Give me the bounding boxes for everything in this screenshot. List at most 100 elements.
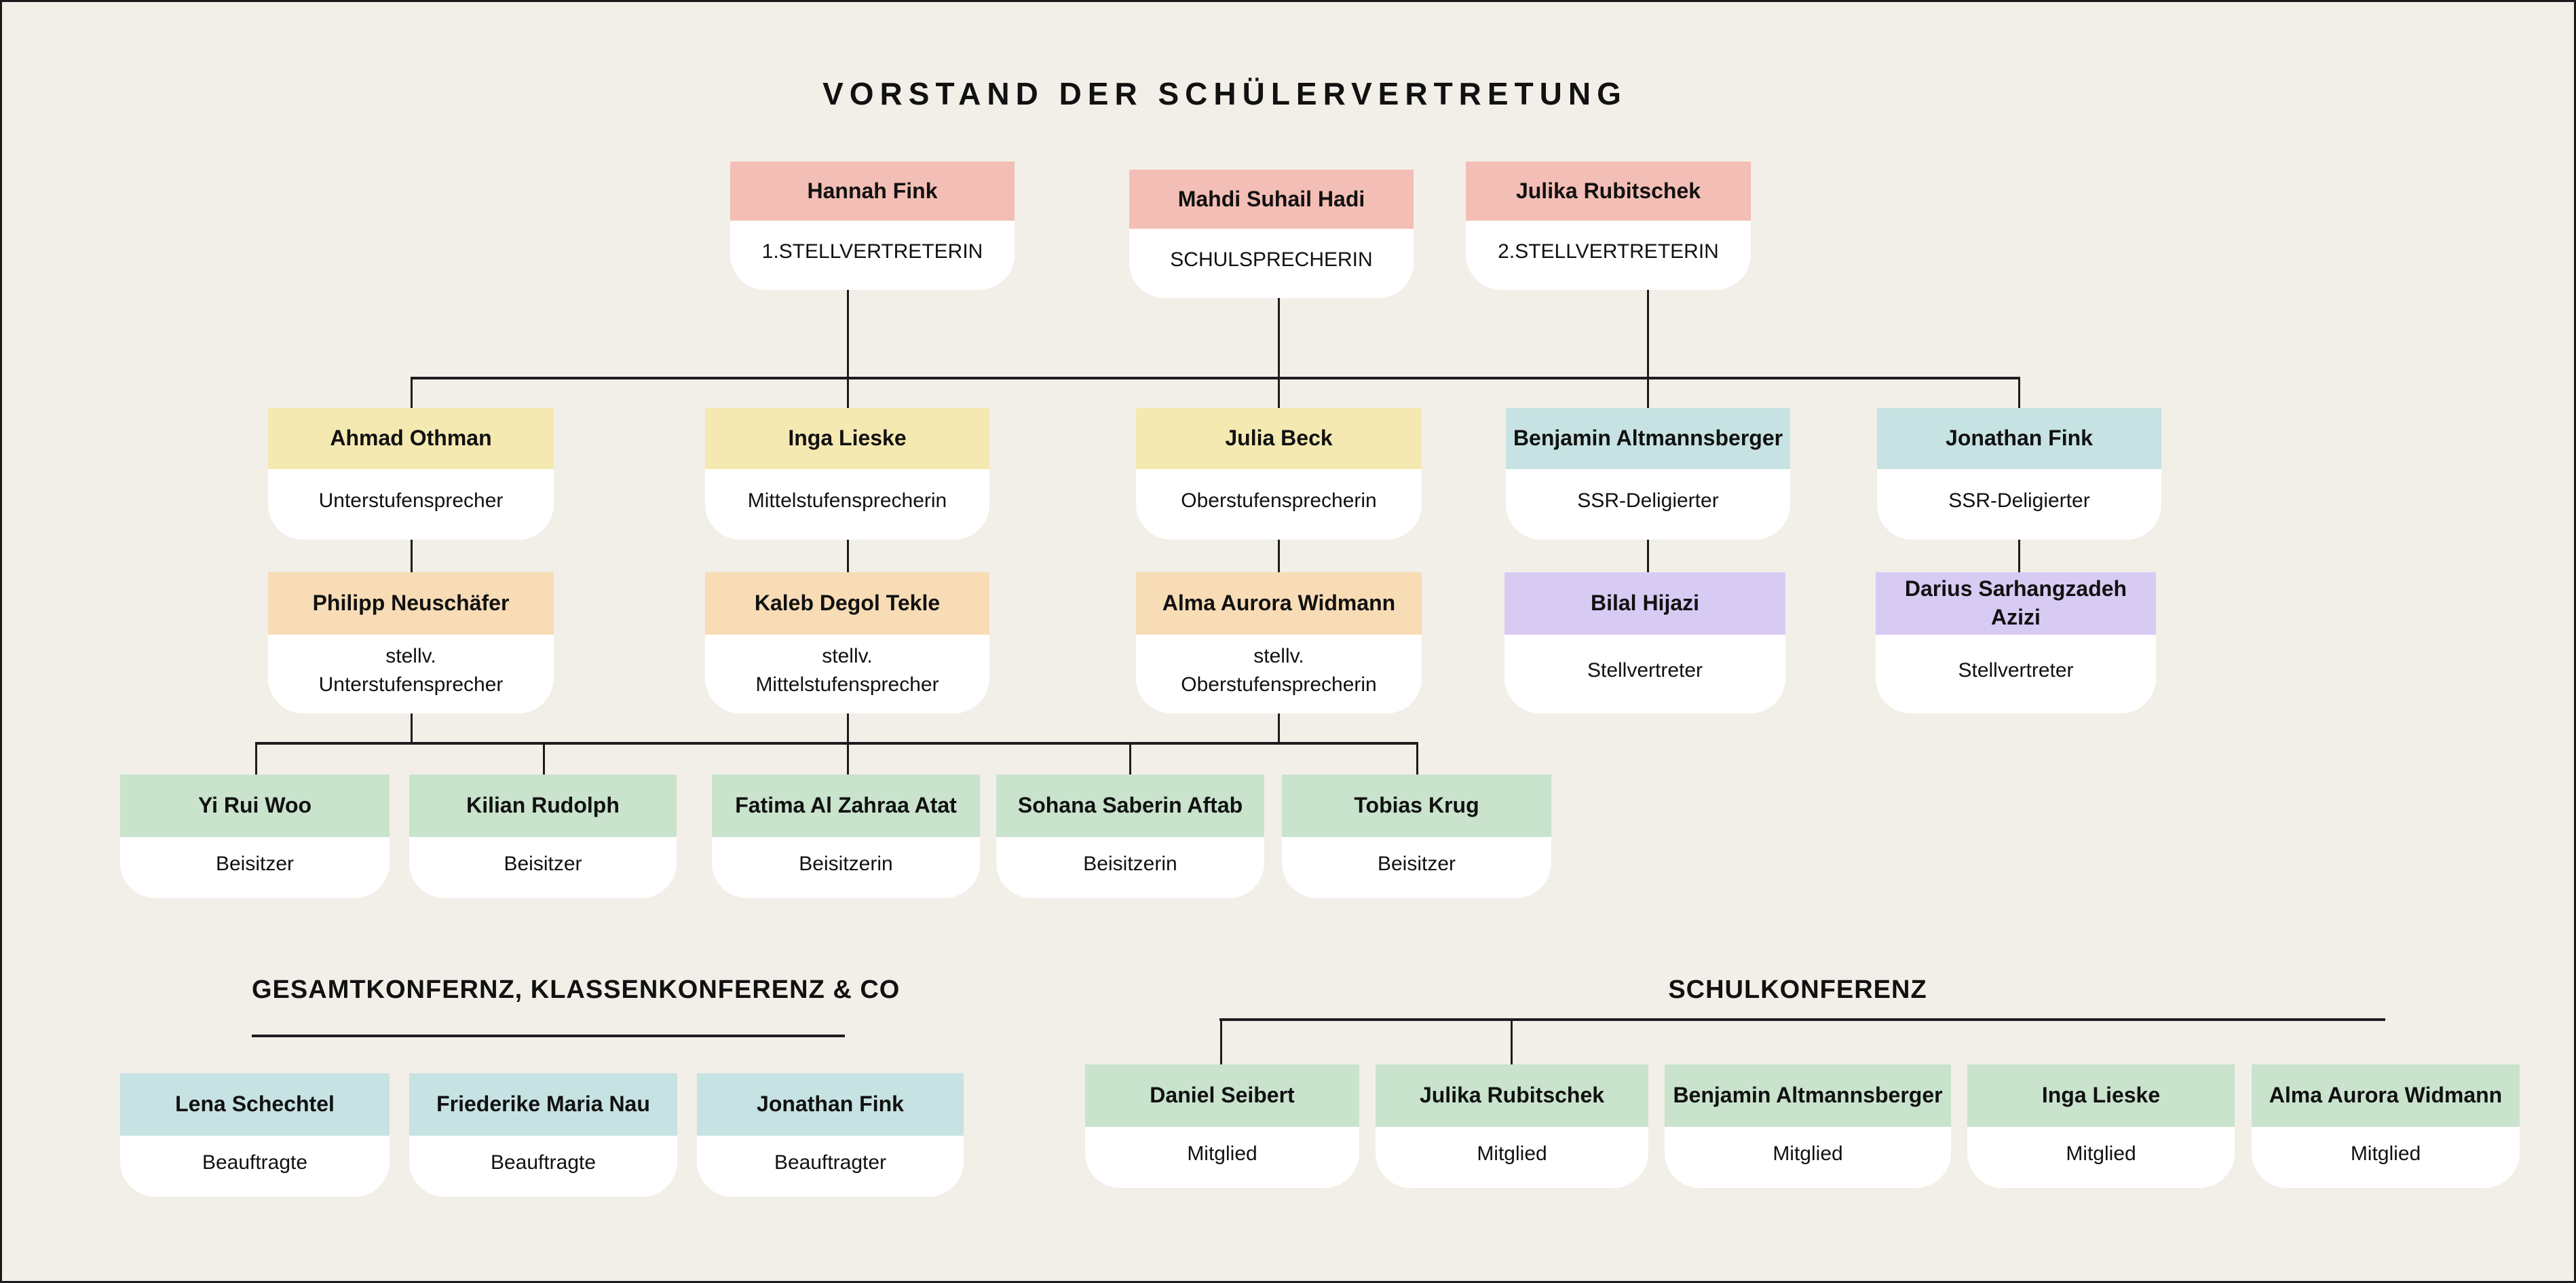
member-name: Kaleb Degol Tekle: [754, 591, 941, 616]
member-name: Julika Rubitschek: [1419, 1083, 1605, 1108]
org-card: Julika Rubitschek 2.STELLVERTRETERIN: [1466, 162, 1751, 290]
org-card: Daniel Seibert Mitglied: [1085, 1064, 1359, 1188]
connector-line: [543, 742, 545, 775]
member-role: Beisitzer: [1377, 853, 1456, 875]
member-name: Alma Aurora Widmann: [1162, 591, 1396, 616]
org-card: Fatima Al Zahraa Atat Beisitzerin: [712, 775, 980, 898]
connector-line: [2018, 377, 2020, 408]
card-body: stellv. Unterstufensprecher: [268, 635, 554, 713]
card-body: Mittelstufensprecherin: [705, 469, 989, 540]
member-role: SSR-Deligierter: [1948, 489, 2090, 512]
member-role: Beisitzerin: [1083, 853, 1177, 875]
connector-trunk: [411, 377, 2020, 379]
card-header: Inga Lieske: [1967, 1064, 2235, 1127]
section-underline: [252, 1035, 845, 1037]
org-card: Benjamin Altmannsberger SSR-Deligierter: [1506, 408, 1790, 540]
member-role: stellv. Oberstufensprecherin: [1181, 645, 1377, 696]
connector-line: [1278, 713, 1280, 743]
card-body: Beisitzer: [120, 837, 390, 898]
card-body: Unterstufensprecher: [268, 469, 554, 540]
card-header: Philipp Neuschäfer: [268, 572, 554, 635]
connector-line: [2018, 540, 2020, 572]
card-header: Alma Aurora Widmann: [1136, 572, 1422, 635]
member-role: Beisitzer: [215, 853, 295, 875]
card-body: stellv. Oberstufensprecherin: [1136, 635, 1422, 713]
member-role: Oberstufensprecherin: [1181, 489, 1377, 512]
member-role: Stellvertreter: [1587, 659, 1703, 682]
org-card: Mahdi Suhail Hadi SCHULSPRECHERIN: [1129, 170, 1414, 298]
member-role: Mitglied: [1477, 1142, 1547, 1165]
card-body: Mitglied: [2252, 1127, 2520, 1188]
member-name: Jonathan Fink: [757, 1092, 904, 1117]
card-header: Kaleb Degol Tekle: [705, 572, 989, 635]
card-body: Beisitzerin: [712, 837, 980, 898]
connector-line: [1278, 540, 1280, 572]
card-body: Stellvertreter: [1876, 635, 2156, 713]
connector-line: [255, 742, 257, 775]
member-role: Beauftragte: [490, 1151, 596, 1174]
card-header: Fatima Al Zahraa Atat: [712, 775, 980, 837]
member-name: Jonathan Fink: [1946, 426, 2093, 451]
card-header: Jonathan Fink: [697, 1073, 964, 1136]
connector-trunk: [255, 742, 1418, 745]
org-card: Kaleb Degol Tekle stellv. Mittelstufensp…: [705, 572, 989, 713]
card-header: Ahmad Othman: [268, 408, 554, 469]
card-body: SCHULSPRECHERIN: [1129, 229, 1414, 298]
member-role: 1.STELLVERTRETERIN: [761, 240, 983, 263]
member-name: Sohana Saberin Aftab: [1017, 793, 1243, 818]
member-name: Inga Lieske: [2041, 1083, 2161, 1108]
member-name: Benjamin Altmannsberger: [1673, 1083, 1943, 1108]
org-card: Inga Lieske Mitglied: [1967, 1064, 2235, 1188]
connector-line: [411, 377, 413, 408]
org-card: Lena Schechtel Beauftragte: [120, 1073, 390, 1197]
member-role: Mittelstufensprecherin: [747, 489, 947, 512]
member-role: Beisitzer: [504, 853, 582, 875]
card-header: Jonathan Fink: [1877, 408, 2161, 469]
page-title: VORSTAND DER SCHÜLERVERTRETUNG: [822, 76, 1627, 111]
org-card: Inga Lieske Mittelstufensprecherin: [705, 408, 989, 540]
member-role: stellv. Unterstufensprecher: [318, 645, 504, 696]
member-role: stellv. Mittelstufensprecher: [755, 645, 939, 696]
org-card: Yi Rui Woo Beisitzer: [120, 775, 390, 898]
org-card: Ahmad Othman Unterstufensprecher: [268, 408, 554, 540]
card-body: SSR-Deligierter: [1877, 469, 2161, 540]
member-name: Hannah Fink: [807, 178, 938, 203]
card-header: Julika Rubitschek: [1466, 162, 1751, 221]
member-role: Stellvertreter: [1958, 659, 2074, 682]
card-body: Beauftragte: [409, 1136, 677, 1197]
card-body: stellv. Mittelstufensprecher: [705, 635, 989, 713]
connector-line: [1278, 298, 1280, 408]
member-role: 2.STELLVERTRETERIN: [1498, 240, 1719, 263]
connector-line: [1129, 742, 1131, 775]
org-card: Kilian Rudolph Beisitzer: [409, 775, 677, 898]
member-role: Unterstufensprecher: [318, 489, 504, 512]
org-card: Sohana Saberin Aftab Beisitzerin: [996, 775, 1264, 898]
card-body: Beisitzer: [1282, 837, 1551, 898]
org-card: Julika Rubitschek Mitglied: [1376, 1064, 1648, 1188]
member-role: Mitglied: [1187, 1142, 1257, 1165]
member-role: Mitglied: [2066, 1142, 2136, 1165]
member-name: Mahdi Suhail Hadi: [1177, 186, 1365, 211]
card-header: Julika Rubitschek: [1376, 1064, 1648, 1127]
card-header: Daniel Seibert: [1085, 1064, 1359, 1127]
card-body: Mitglied: [1085, 1127, 1359, 1188]
card-header: Benjamin Altmannsberger: [1665, 1064, 1951, 1127]
org-card: Tobias Krug Beisitzer: [1282, 775, 1551, 898]
member-name: Daniel Seibert: [1150, 1083, 1295, 1108]
card-header: Lena Schechtel: [120, 1073, 390, 1136]
member-name: Friederike Maria Nau: [436, 1092, 650, 1117]
member-name: Bilal Hijazi: [1590, 591, 1700, 616]
org-card: Hannah Fink 1.STELLVERTRETERIN: [730, 162, 1015, 290]
member-name: Yi Rui Woo: [197, 793, 312, 818]
card-body: Oberstufensprecherin: [1136, 469, 1422, 540]
card-header: Bilal Hijazi: [1504, 572, 1785, 635]
org-card: Friederike Maria Nau Beauftragte: [409, 1073, 677, 1197]
member-role: Mitglied: [1773, 1142, 1843, 1165]
card-body: Mitglied: [1967, 1127, 2235, 1188]
card-header: Mahdi Suhail Hadi: [1129, 170, 1414, 229]
member-name: Julia Beck: [1225, 426, 1333, 451]
card-header: Kilian Rudolph: [409, 775, 677, 837]
member-name: Kilian Rudolph: [466, 793, 620, 818]
card-body: Mitglied: [1665, 1127, 1951, 1188]
